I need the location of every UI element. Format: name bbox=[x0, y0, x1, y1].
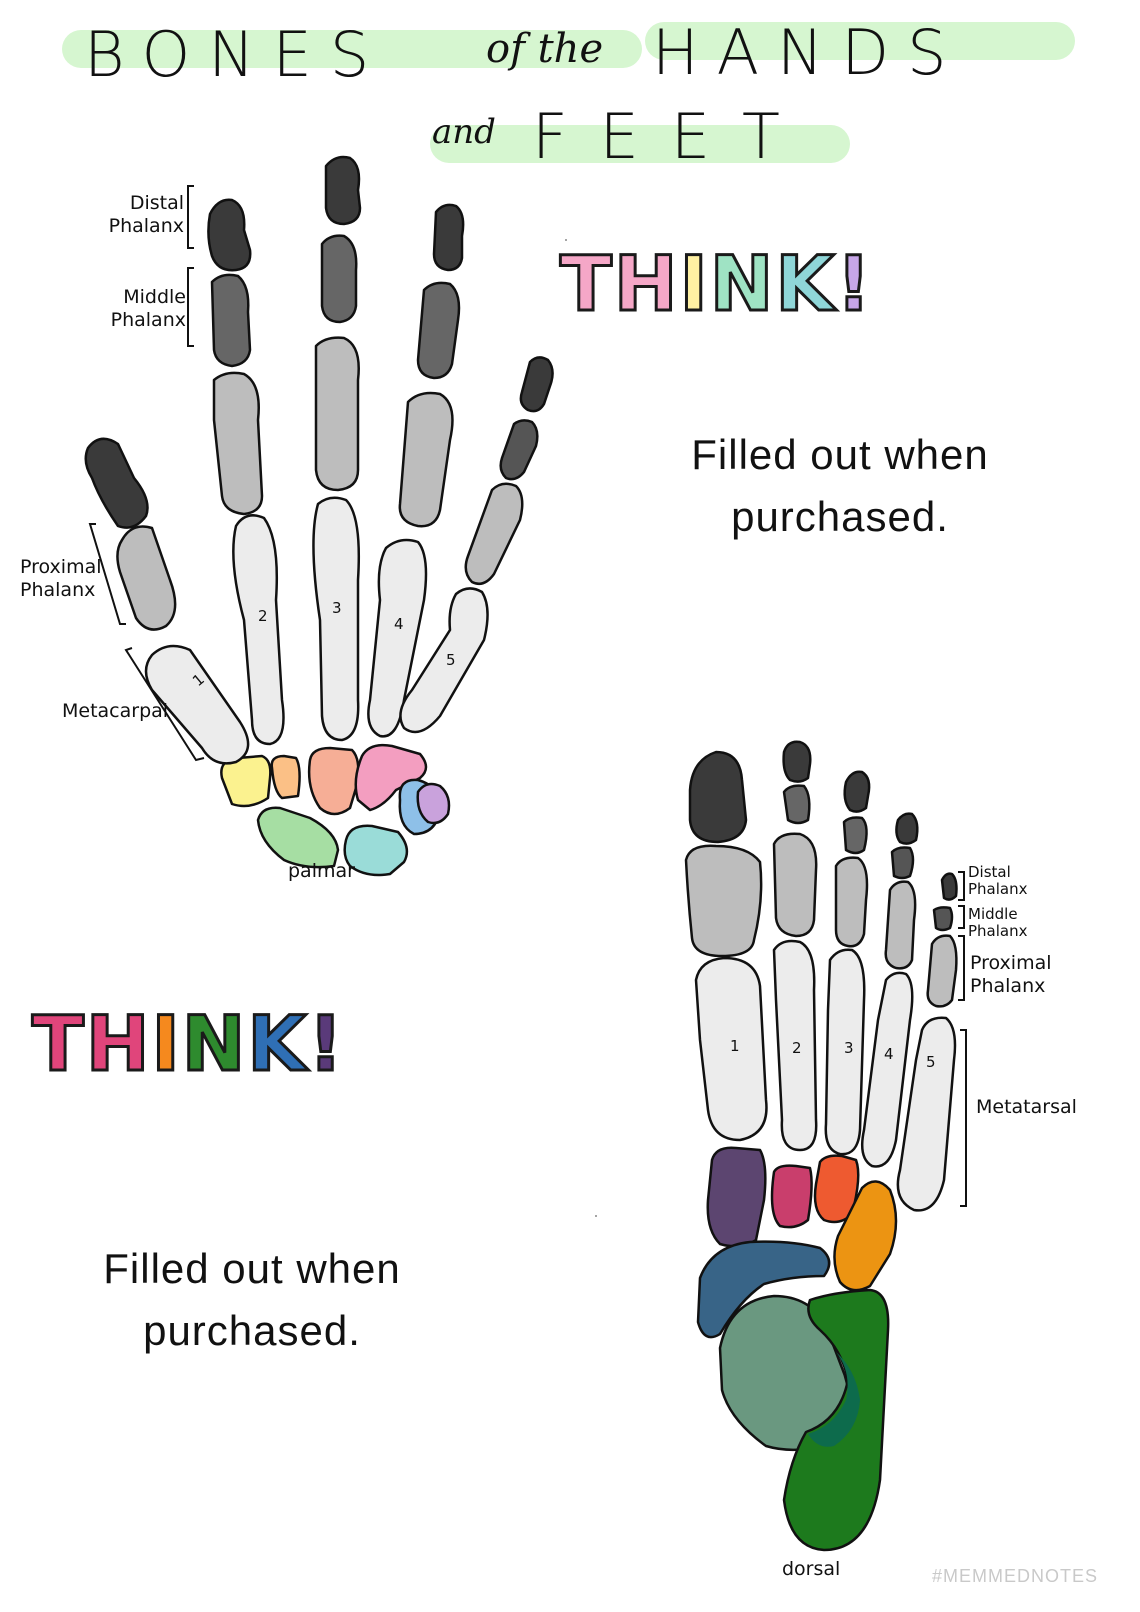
hand-carpal-scaphoid bbox=[256, 806, 340, 869]
think-heading-bright: THINK! bbox=[31, 1002, 345, 1085]
hand-label-proximal-phalanx: Proximal Phalanx bbox=[20, 556, 102, 601]
think-letter: N bbox=[180, 999, 248, 1088]
hand-index-proximal bbox=[212, 371, 264, 516]
foot-metatarsal-3 bbox=[824, 948, 866, 1156]
foot-hallux-distal bbox=[688, 750, 748, 844]
foot-intermediate-cuneiform bbox=[770, 1164, 813, 1229]
hand-carpal-pisiform bbox=[416, 782, 451, 825]
hand-ring-distal bbox=[432, 203, 465, 272]
hand-ring-middle bbox=[416, 281, 461, 380]
foot-toe3-proximal bbox=[834, 856, 869, 948]
think-letter: I bbox=[678, 239, 710, 328]
hand-metacarpal-5 bbox=[399, 587, 489, 734]
hand-ring-proximal bbox=[398, 391, 454, 528]
hand-metacarpal-number-3: 3 bbox=[332, 599, 342, 617]
foot-label-proximal-phalanx: Proximal Phalanx bbox=[970, 952, 1052, 997]
hand-index-distal bbox=[207, 198, 252, 272]
foot-label-middle-phalanx: Middle Phalanx bbox=[968, 905, 1028, 940]
foot-toe2-distal bbox=[782, 740, 812, 783]
foot-toe3-middle bbox=[842, 816, 868, 855]
title-word-feet: FEET bbox=[532, 100, 812, 173]
foot-metatarsal-2 bbox=[772, 939, 818, 1152]
think-letter: ! bbox=[835, 239, 873, 328]
foot-brackets bbox=[958, 871, 967, 1207]
think-letter: H bbox=[84, 999, 152, 1088]
hand-metacarpal-4 bbox=[367, 538, 428, 738]
foot-talus-overlap bbox=[808, 1352, 860, 1447]
hand-metacarpal-number-5: 5 bbox=[446, 651, 456, 669]
think-letter: H bbox=[612, 239, 680, 328]
title-connector-and: and bbox=[432, 112, 496, 152]
foot-label-metatarsal: Metatarsal bbox=[976, 1096, 1077, 1118]
foot-toe2-middle bbox=[782, 784, 811, 825]
foot-metatarsal-number-5: 5 bbox=[926, 1053, 936, 1071]
hand-label-distal-phalanx: Distal Phalanx bbox=[108, 192, 184, 237]
title-word-hands: HANDS bbox=[652, 16, 965, 89]
hand-view-caption: palmar bbox=[288, 860, 355, 882]
hand-diagram bbox=[84, 155, 554, 877]
foot-metatarsal-number-4: 4 bbox=[884, 1045, 894, 1063]
foot-toe4-middle bbox=[890, 846, 915, 880]
foot-medial-cuneiform bbox=[706, 1146, 767, 1248]
hand-metacarpal-3 bbox=[312, 496, 361, 742]
hand-middle-proximal bbox=[314, 336, 360, 492]
hand-carpal-capitate bbox=[307, 746, 360, 816]
think-letter: K bbox=[246, 999, 309, 1088]
foot-metatarsal-4 bbox=[861, 971, 914, 1168]
title-word-bones: BONES bbox=[84, 18, 388, 91]
hand-middle-middle bbox=[320, 234, 358, 324]
foot-metatarsal-1 bbox=[694, 956, 768, 1142]
hand-little-proximal bbox=[464, 482, 524, 585]
hand-little-middle bbox=[499, 419, 539, 481]
purchase-notice-right: Filled out when purchased. bbox=[691, 431, 989, 540]
think-letter: I bbox=[150, 999, 182, 1088]
hand-little-distal bbox=[519, 356, 554, 413]
hand-label-middle-phalanx: Middle Phalanx bbox=[110, 286, 186, 331]
hand-metacarpal-number-4: 4 bbox=[394, 615, 404, 633]
think-letter: K bbox=[774, 239, 837, 328]
hand-label-metacarpal: Metacarpal bbox=[62, 700, 169, 722]
title-highlight-3 bbox=[430, 125, 850, 163]
hand-index-middle bbox=[210, 273, 252, 368]
foot-diagram bbox=[684, 740, 958, 1552]
hand-metacarpal-number-2: 2 bbox=[258, 607, 268, 625]
title-connector-of-the: of the bbox=[486, 26, 604, 72]
foot-toe3-distal bbox=[843, 770, 871, 813]
foot-navicular bbox=[696, 1240, 831, 1339]
paper-speck bbox=[565, 239, 567, 241]
foot-toe5-middle bbox=[932, 906, 954, 932]
foot-toe2-proximal bbox=[772, 832, 818, 938]
foot-toe5-proximal bbox=[926, 934, 958, 1008]
purchase-notice-left: Filled out when purchased. bbox=[103, 1245, 401, 1354]
think-letter: N bbox=[708, 239, 776, 328]
hand-metacarpal-1 bbox=[144, 644, 250, 765]
hand-thumb-proximal bbox=[116, 525, 177, 631]
title-highlight-2 bbox=[645, 22, 1075, 60]
think-heading-pastel: THINK! bbox=[559, 242, 873, 325]
watermark: #MEMMEDNOTES bbox=[932, 1566, 1099, 1586]
hand-metacarpal-2 bbox=[232, 514, 285, 746]
foot-metatarsal-number-1: 1 bbox=[730, 1037, 740, 1055]
foot-toe4-distal bbox=[895, 812, 919, 845]
think-letter: T bbox=[31, 999, 86, 1088]
foot-toe4-proximal bbox=[884, 880, 917, 970]
think-letter: ! bbox=[307, 999, 345, 1088]
paper-speck bbox=[595, 1215, 597, 1217]
hand-thumb-distal bbox=[84, 437, 149, 529]
think-letter: T bbox=[559, 239, 614, 328]
foot-metatarsal-number-3: 3 bbox=[844, 1039, 854, 1057]
hand-middle-distal bbox=[324, 155, 362, 226]
hand-carpal-trapezoid bbox=[270, 754, 301, 800]
foot-label-distal-phalanx: Distal Phalanx bbox=[968, 863, 1028, 898]
foot-hallux-proximal bbox=[684, 844, 763, 958]
hand-brackets bbox=[88, 185, 205, 762]
foot-metatarsal-5 bbox=[896, 1016, 957, 1212]
foot-view-caption: dorsal bbox=[782, 1558, 841, 1580]
foot-cuboid bbox=[833, 1180, 898, 1292]
foot-toe5-distal bbox=[940, 872, 958, 901]
foot-metatarsal-number-2: 2 bbox=[792, 1039, 802, 1057]
title-highlight-1 bbox=[62, 30, 642, 68]
hand-carpal-lunate bbox=[343, 824, 409, 877]
